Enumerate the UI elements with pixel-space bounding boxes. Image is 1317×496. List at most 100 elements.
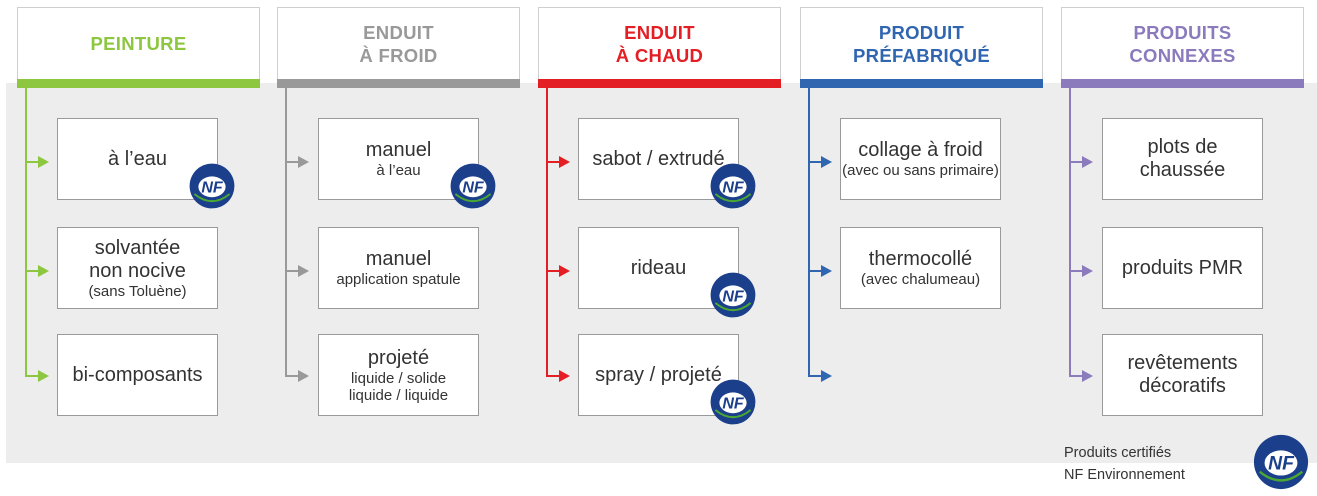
nf-badge-text: NF [1268,454,1295,475]
arrow-line [1069,270,1082,272]
category-title: ENDUIT À CHAUD [615,21,704,66]
product-box: bi-composants [57,334,218,416]
nf-certification-icon: NF [709,271,757,319]
connector-line [1069,88,1071,375]
connector-line [546,88,548,375]
category-header: ENDUIT À FROID [277,7,520,79]
product-name: collage à froid [858,139,983,161]
nf-badge-text: NF [722,288,745,305]
product-name: thermocollé [868,248,973,270]
product-detail: liquide / solide liquide / liquide [348,369,449,404]
product-box: solvantée non nocive(sans Toluène) [57,227,218,309]
category-title: PRODUITS CONNEXES [1129,21,1236,66]
arrow-line [285,161,298,163]
product-name: bi-composants [72,363,203,386]
product-name: sabot / extrudé [592,147,725,170]
product-box: produits PMR [1102,227,1263,309]
arrow-head [1082,265,1093,277]
arrow-line [25,375,38,377]
product-box: sabot / extrudé [578,118,739,200]
nf-legend-icon: NF [1252,433,1310,491]
product-detail: (sans Toluène) [88,282,187,300]
arrow-line [25,270,38,272]
nf-badge-text: NF [201,179,224,196]
nf-certification-icon: NF [709,162,757,210]
category-header: ENDUIT À CHAUD [538,7,781,79]
product-name: solvantée non nocive [89,236,186,282]
arrow-head [821,265,832,277]
arrow-head [1082,156,1093,168]
product-detail: application spatule [336,271,461,288]
connector-line [808,88,810,375]
arrow-line [546,161,559,163]
product-name: rideau [630,256,687,279]
arrow-line [1069,161,1082,163]
arrow-head [298,265,309,277]
product-name: produits PMR [1121,256,1244,279]
product-name: projeté [367,346,430,369]
category-header: PRODUITS CONNEXES [1061,7,1304,79]
arrow-head [821,370,832,382]
product-detail: à l’eau [376,162,421,179]
arrow-head [1082,370,1093,382]
product-box: spray / projeté [578,334,739,416]
arrow-head [38,370,49,382]
nf-badge-text: NF [722,395,745,412]
nf-logo-icon: NF [710,379,756,425]
arrow-line [285,375,298,377]
product-box: à l’eau [57,118,218,200]
category-bar [277,79,520,88]
product-name: plots de chaussée [1139,136,1226,181]
nf-certification-icon: NF [188,162,236,210]
arrow-head [38,156,49,168]
product-detail: (avec ou sans primaire) [842,162,999,179]
nf-certification-icon: NF [449,162,497,210]
category-header: PEINTURE [17,7,260,79]
category-bar [17,79,260,88]
arrow-head [298,370,309,382]
nf-logo-icon: NF [710,272,756,318]
nf-logo-icon: NF [450,163,496,209]
category-bar [538,79,781,88]
product-name: manuel [365,139,432,161]
connector-line [285,88,287,375]
arrow-head [38,265,49,277]
nf-badge-text: NF [722,179,745,196]
category-header: PRODUIT PRÉFABRIQUÉ [800,7,1043,79]
arrow-head [559,156,570,168]
arrow-head [559,265,570,277]
arrow-head [821,156,832,168]
category-bar [1061,79,1304,88]
legend-text: Produits certifiés NF Environnement [1064,445,1185,483]
category-title: PRODUIT PRÉFABRIQUÉ [853,21,990,66]
product-name: revêtements décoratifs [1127,352,1238,397]
arrow-head [559,370,570,382]
arrow-line [285,270,298,272]
arrow-line [808,161,821,163]
arrow-line [546,375,559,377]
product-detail: (avec chalumeau) [860,271,981,288]
arrow-line [1069,375,1082,377]
nf-badge-text: NF [462,179,485,196]
nf-certification-icon: NF [709,378,757,426]
nf-logo-icon: NF [189,163,235,209]
category-title: PEINTURE [90,33,187,54]
nf-logo-icon: NF [710,163,756,209]
arrow-line [546,270,559,272]
product-box: thermocollé(avec chalumeau) [840,227,1001,309]
product-box: plots de chaussée [1102,118,1263,200]
category-bar [800,79,1043,88]
arrow-line [808,270,821,272]
connector-line [25,88,27,375]
product-name: manuel [365,248,432,270]
product-name: à l’eau [108,147,167,170]
nf-logo-icon: NF [1253,434,1309,490]
arrow-head [298,156,309,168]
arrow-line [808,375,821,377]
product-box: revêtements décoratifs [1102,334,1263,416]
product-box: collage à froid(avec ou sans primaire) [840,118,1001,200]
arrow-line [25,161,38,163]
category-title: ENDUIT À FROID [359,21,438,66]
